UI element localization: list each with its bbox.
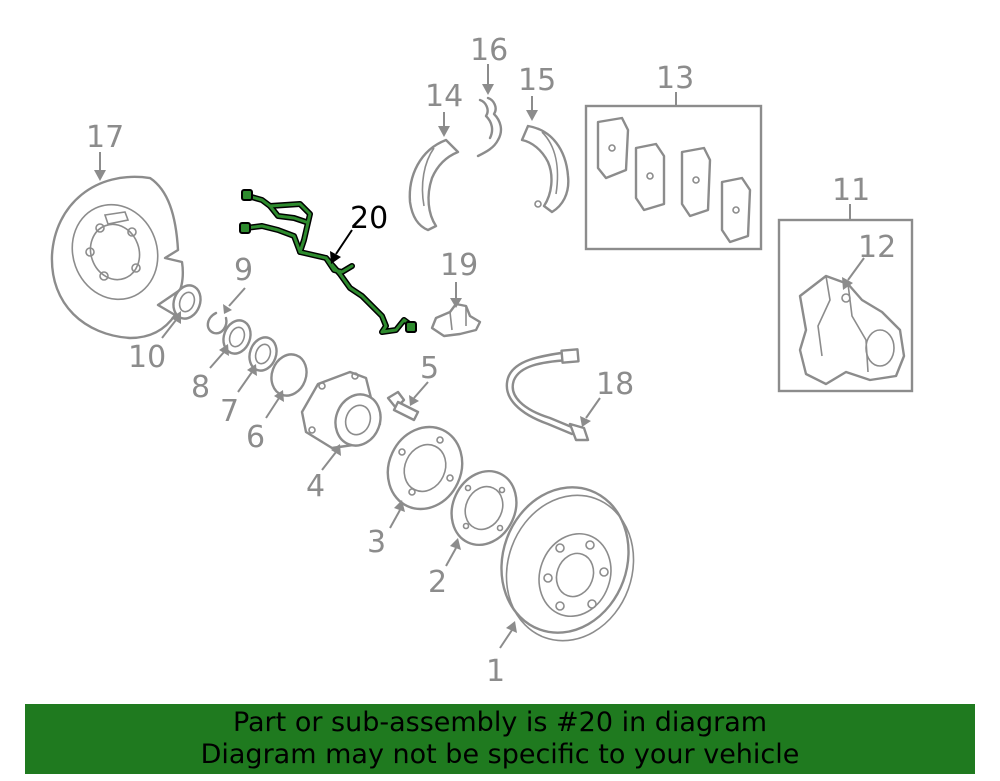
- part-4-hub[interactable]: [300, 370, 388, 452]
- label-3[interactable]: 3: [367, 525, 386, 560]
- arrow-7: [247, 364, 257, 376]
- arrow-12: [842, 277, 853, 290]
- leader-3: [389, 509, 401, 529]
- label-9[interactable]: 9: [234, 253, 253, 288]
- arrow-2: [450, 538, 461, 550]
- label-19[interactable]: 19: [440, 248, 478, 283]
- leader-6: [265, 397, 280, 419]
- leader-20: [335, 229, 353, 255]
- label-20[interactable]: 20: [350, 201, 388, 236]
- label-7[interactable]: 7: [220, 394, 239, 429]
- banner-line-2: Diagram may not be specific to your vehi…: [200, 739, 800, 770]
- label-5[interactable]: 5: [420, 351, 439, 386]
- part-11-caliper-assembly[interactable]: [777, 218, 914, 393]
- label-11[interactable]: 11: [832, 173, 870, 208]
- arrow-16: [482, 84, 494, 95]
- label-14[interactable]: 14: [425, 79, 463, 114]
- arrow-14: [438, 126, 450, 137]
- parts-diagram: 17 10 9 8 7 6 4: [50, 33, 914, 689]
- part-9-snap-ring[interactable]: [206, 311, 228, 335]
- arrow-19: [450, 298, 462, 308]
- part-19-bracket[interactable]: [430, 302, 482, 338]
- part-15-brake-shoe[interactable]: [520, 124, 570, 214]
- label-6[interactable]: 6: [246, 420, 265, 455]
- part-1-brake-rotor[interactable]: [481, 469, 653, 658]
- leader-2: [445, 547, 457, 567]
- part-20-abs-wire-harness[interactable]: [239, 189, 417, 335]
- info-banner: Part or sub-assembly is #20 in diagram D…: [25, 704, 975, 774]
- label-12[interactable]: 12: [858, 230, 896, 265]
- leader-10: [161, 319, 177, 339]
- arrow-8: [219, 344, 229, 356]
- leader-7: [237, 371, 253, 393]
- part-2-gasket[interactable]: [440, 460, 528, 555]
- part-18-brake-hose[interactable]: [505, 348, 590, 442]
- label-10[interactable]: 10: [128, 340, 166, 375]
- arrow-9: [223, 304, 232, 314]
- arrow-1: [506, 621, 517, 633]
- leader-9: [228, 287, 246, 307]
- part-10-oil-seal[interactable]: [169, 282, 205, 323]
- part-5-bolt[interactable]: [386, 390, 420, 422]
- label-18[interactable]: 18: [596, 367, 634, 402]
- part-7-seal[interactable]: [245, 334, 281, 375]
- label-16[interactable]: 16: [470, 33, 508, 68]
- arrow-17: [94, 170, 106, 181]
- leader-18: [585, 397, 601, 419]
- label-13[interactable]: 13: [656, 61, 694, 96]
- leader-5: [413, 381, 429, 399]
- arrow-15: [526, 110, 538, 121]
- leader-1: [499, 629, 513, 649]
- label-4[interactable]: 4: [306, 469, 325, 504]
- leader-4: [321, 451, 337, 471]
- part-14-brake-shoe[interactable]: [408, 138, 460, 232]
- arrow-6: [274, 390, 284, 402]
- part-13-brake-pads[interactable]: [584, 104, 763, 251]
- leader-12: [847, 257, 865, 281]
- arrow-10: [171, 311, 181, 324]
- label-15[interactable]: 15: [518, 63, 556, 98]
- arrow-18: [580, 416, 591, 427]
- label-17[interactable]: 17: [86, 120, 124, 155]
- arrow-5: [409, 395, 419, 406]
- part-12-caliper[interactable]: [798, 274, 906, 386]
- label-8[interactable]: 8: [191, 370, 210, 405]
- label-2[interactable]: 2: [428, 565, 447, 600]
- leader-8: [209, 351, 225, 369]
- arrow-20: [330, 251, 341, 264]
- arrow-4: [331, 444, 341, 456]
- part-16-spring[interactable]: [476, 96, 503, 158]
- label-1[interactable]: 1: [486, 654, 505, 689]
- part-17-backing-plate[interactable]: [50, 175, 185, 340]
- banner-line-1: Part or sub-assembly is #20 in diagram: [232, 707, 768, 738]
- part-3-spacer[interactable]: [375, 415, 476, 522]
- part-8-bearing[interactable]: [219, 317, 255, 358]
- arrow-3: [394, 500, 405, 512]
